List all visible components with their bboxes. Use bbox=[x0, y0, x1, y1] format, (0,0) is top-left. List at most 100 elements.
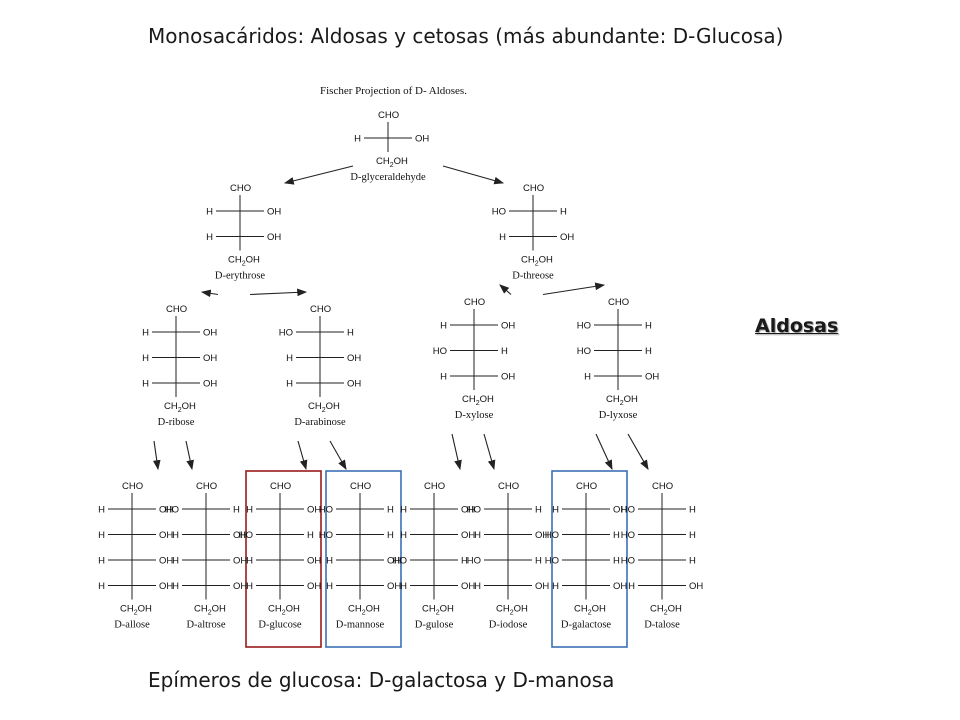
bottom-group-label: CH2OH bbox=[650, 604, 682, 617]
top-group-label: CHO bbox=[122, 481, 143, 492]
right-substituent: OH bbox=[233, 556, 247, 567]
right-substituent: H bbox=[560, 207, 567, 218]
left-substituent: H bbox=[172, 581, 179, 592]
right-substituent: OH bbox=[535, 530, 549, 541]
left-substituent: HO bbox=[545, 530, 559, 541]
top-group-label: CHO bbox=[576, 481, 597, 492]
left-substituent: HO bbox=[467, 556, 481, 567]
bottom-group-label: CH2OH bbox=[194, 604, 226, 617]
right-substituent: OH bbox=[461, 581, 475, 592]
left-substituent: H bbox=[142, 379, 149, 390]
top-group-label: CHO bbox=[230, 183, 251, 194]
bottom-group-label: CH2OH bbox=[376, 156, 408, 169]
sugar-name-threose: D-threose bbox=[512, 271, 554, 282]
top-group-label: CHO bbox=[652, 481, 673, 492]
right-substituent: OH bbox=[387, 556, 401, 567]
bottom-group-label: CH2OH bbox=[308, 401, 340, 414]
left-substituent: H bbox=[400, 581, 407, 592]
sugar-name-lyxose: D-lyxose bbox=[599, 410, 638, 421]
bottom-group-label: CH2OH bbox=[228, 255, 260, 268]
left-substituent: H bbox=[142, 328, 149, 339]
right-substituent: OH bbox=[645, 372, 659, 383]
top-group-label: CHO bbox=[608, 297, 629, 308]
right-substituent: OH bbox=[307, 581, 321, 592]
right-substituent: H bbox=[535, 556, 542, 567]
right-substituent: H bbox=[689, 505, 696, 516]
left-substituent: H bbox=[400, 530, 407, 541]
left-substituent: HO bbox=[319, 530, 333, 541]
right-substituent: OH bbox=[501, 321, 515, 332]
left-substituent: H bbox=[474, 581, 481, 592]
left-substituent: HO bbox=[577, 321, 591, 332]
derivation-arrow bbox=[249, 288, 308, 297]
top-group-label: CHO bbox=[498, 481, 519, 492]
right-substituent: OH bbox=[307, 556, 321, 567]
derivation-arrow bbox=[451, 433, 462, 471]
left-substituent: H bbox=[246, 581, 253, 592]
derivation-arrow bbox=[442, 165, 505, 185]
right-substituent: OH bbox=[307, 505, 321, 516]
top-group-label: CHO bbox=[464, 297, 485, 308]
aldosas-label: Aldosas bbox=[755, 315, 839, 337]
right-substituent: H bbox=[689, 530, 696, 541]
figure-title: Fischer Projection of D- Aldoses. bbox=[320, 85, 467, 97]
sugar-name-gulose: D-gulose bbox=[415, 620, 454, 631]
left-substituent: H bbox=[98, 530, 105, 541]
right-substituent: OH bbox=[159, 581, 173, 592]
arrows-layer bbox=[152, 165, 649, 471]
derivation-arrow bbox=[152, 440, 161, 471]
left-substituent: H bbox=[142, 353, 149, 364]
top-group-label: CHO bbox=[350, 481, 371, 492]
right-substituent: H bbox=[535, 505, 542, 516]
left-substituent: H bbox=[286, 379, 293, 390]
left-substituent: H bbox=[499, 232, 506, 243]
derivation-arrow bbox=[499, 284, 512, 295]
left-substituent: HO bbox=[492, 207, 506, 218]
left-substituent: H bbox=[628, 581, 635, 592]
bottom-group-label: CH2OH bbox=[164, 401, 196, 414]
left-substituent: H bbox=[584, 372, 591, 383]
top-group-label: CHO bbox=[378, 110, 399, 121]
bottom-group-label: CH2OH bbox=[496, 604, 528, 617]
sugar-name-arabinose: D-arabinose bbox=[294, 417, 346, 428]
sugar-name-ribose: D-ribose bbox=[158, 417, 195, 428]
left-substituent: HO bbox=[319, 505, 333, 516]
derivation-arrow bbox=[185, 440, 194, 471]
slide-title: Monosacáridos: Aldosas y cetosas (más ab… bbox=[148, 24, 784, 48]
right-substituent: H bbox=[645, 346, 652, 357]
left-substituent: H bbox=[440, 321, 447, 332]
right-substituent: OH bbox=[613, 581, 627, 592]
sugar-name-erythrose: D-erythrose bbox=[215, 271, 265, 282]
left-substituent: HO bbox=[621, 556, 635, 567]
top-group-label: CHO bbox=[523, 183, 544, 194]
right-substituent: H bbox=[461, 556, 468, 567]
right-substituent: H bbox=[501, 346, 508, 357]
right-substituent: OH bbox=[613, 505, 627, 516]
right-substituent: H bbox=[387, 530, 394, 541]
left-substituent: H bbox=[246, 556, 253, 567]
left-substituent: HO bbox=[621, 530, 635, 541]
left-substituent: HO bbox=[239, 530, 253, 541]
bottom-group-label: CH2OH bbox=[521, 255, 553, 268]
top-group-label: CHO bbox=[166, 304, 187, 315]
left-substituent: H bbox=[474, 530, 481, 541]
right-substituent: H bbox=[387, 505, 394, 516]
right-substituent: OH bbox=[159, 530, 173, 541]
bottom-group-label: CH2OH bbox=[606, 394, 638, 407]
left-substituent: H bbox=[400, 505, 407, 516]
left-substituent: H bbox=[326, 581, 333, 592]
right-substituent: OH bbox=[159, 505, 173, 516]
left-substituent: HO bbox=[467, 505, 481, 516]
right-substituent: H bbox=[645, 321, 652, 332]
top-group-label: CHO bbox=[270, 481, 291, 492]
left-substituent: HO bbox=[577, 346, 591, 357]
